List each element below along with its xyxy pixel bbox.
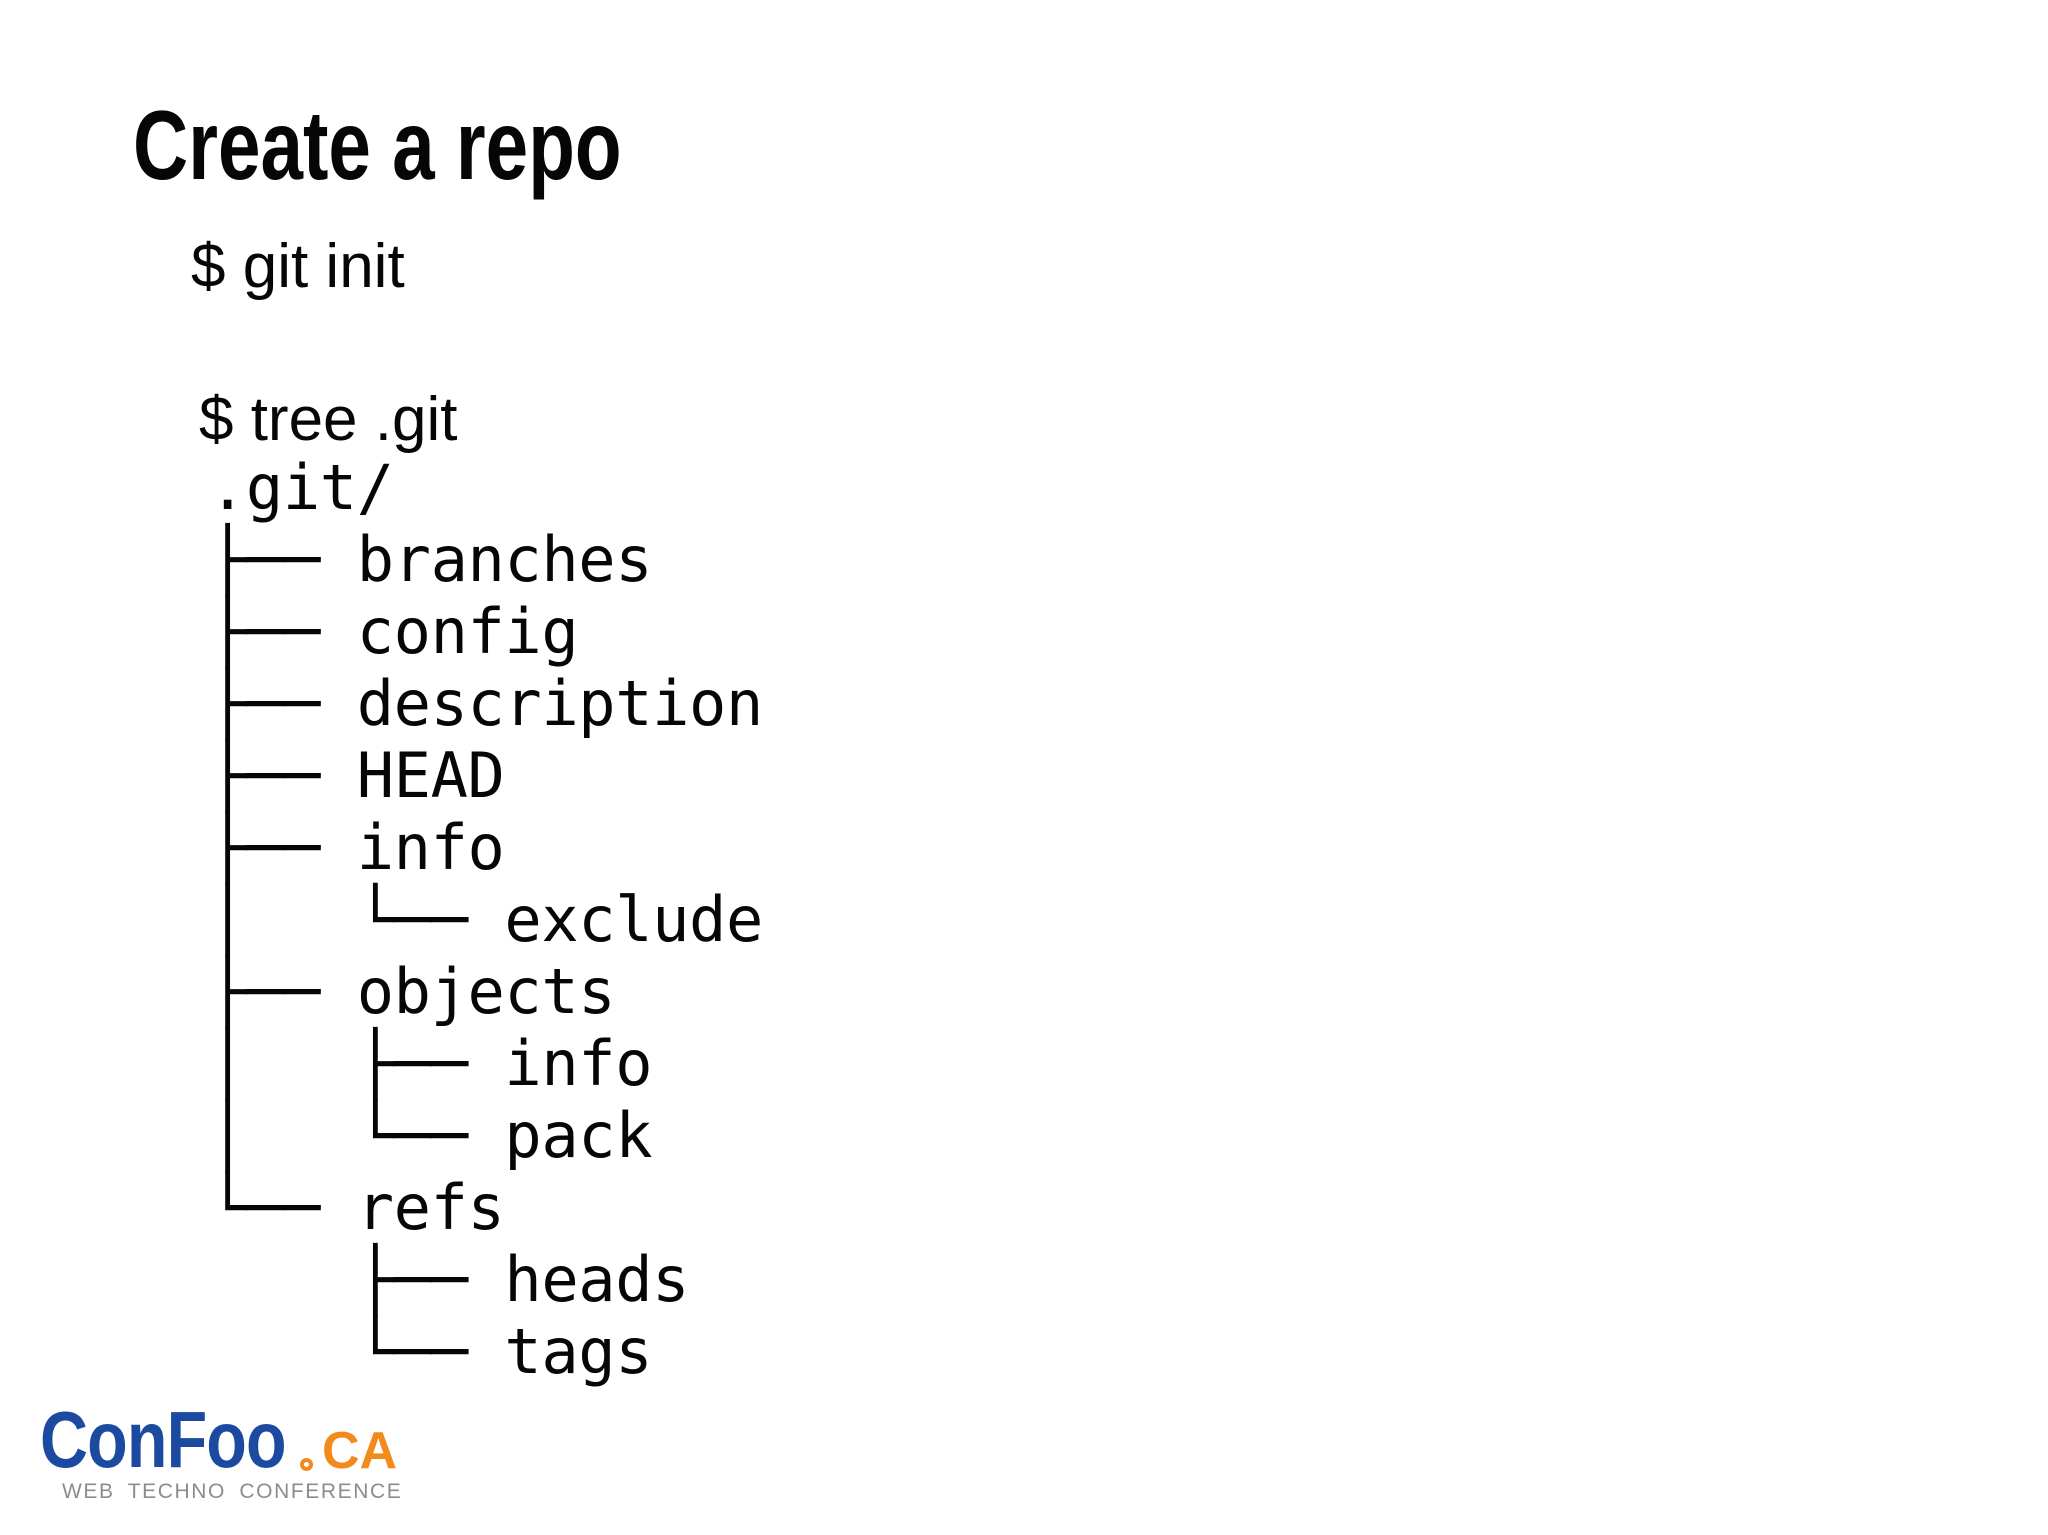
logo-brand-text: ConFoo — [40, 1395, 287, 1484]
page-title: Create a repo — [133, 90, 622, 200]
command-tree-git: $ tree .git — [199, 385, 458, 454]
confoo-logo: ConFoo — [0, 1395, 520, 1535]
logo-tld-text: CA — [322, 1422, 398, 1480]
logo-tagline: WEB TECHNO CONFERENCE — [62, 1480, 403, 1503]
logo-dot-icon — [300, 1458, 313, 1471]
tree-output: .git/ ├── branches ├── config ├── descri… — [209, 451, 763, 1388]
command-git-init: $ git init — [191, 232, 405, 301]
